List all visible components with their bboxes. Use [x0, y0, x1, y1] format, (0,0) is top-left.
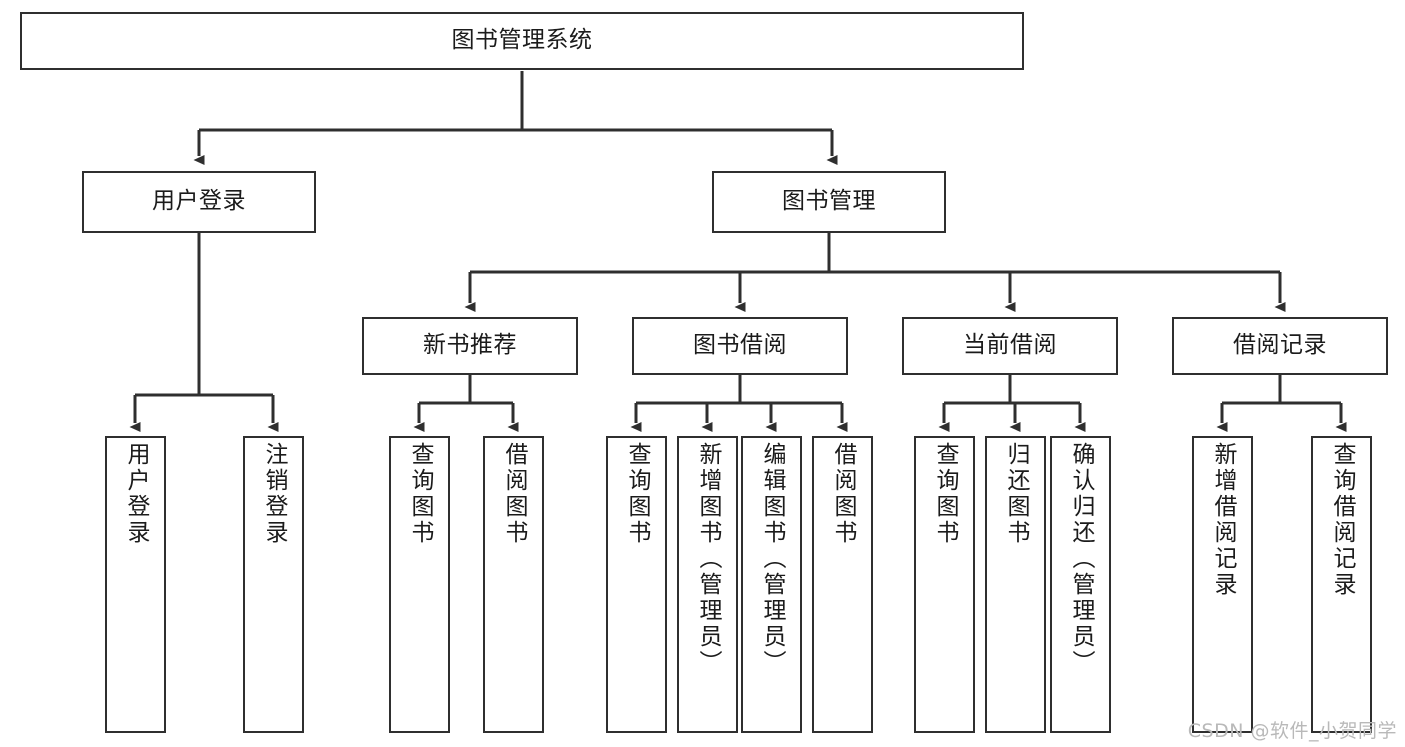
- node-leaf-borrow-book[interactable]: 借阅图书: [812, 436, 873, 733]
- node-leaf-logout[interactable]: 注销登录: [243, 436, 304, 733]
- node-leaf-edit-book-admin[interactable]: 编辑图书（管理员）: [741, 436, 802, 733]
- node-book-management[interactable]: 图书管理: [712, 171, 946, 233]
- node-label: 查询图书: [624, 442, 650, 546]
- node-label: 新书推荐: [423, 332, 517, 359]
- node-user-login[interactable]: 用户登录: [82, 171, 316, 233]
- node-label: 图书管理系统: [451, 27, 593, 54]
- node-label: 编辑图书（管理员）: [759, 442, 785, 676]
- node-label: 用户登录: [123, 442, 149, 546]
- node-leaf-query-book-borrow[interactable]: 查询图书: [606, 436, 667, 733]
- node-label: 新增图书（管理员）: [695, 442, 721, 676]
- node-leaf-add-borrow-record[interactable]: 新增借阅记录: [1192, 436, 1253, 733]
- node-book-borrow[interactable]: 图书借阅: [632, 317, 848, 375]
- node-label: 图书借阅: [693, 332, 787, 359]
- node-current-borrow[interactable]: 当前借阅: [902, 317, 1118, 375]
- node-leaf-query-book-current[interactable]: 查询图书: [914, 436, 975, 733]
- node-label: 借阅记录: [1233, 332, 1327, 359]
- node-borrow-record[interactable]: 借阅记录: [1172, 317, 1388, 375]
- node-label: 新增借阅记录: [1210, 442, 1236, 598]
- node-label: 当前借阅: [963, 332, 1057, 359]
- node-label: 查询图书: [932, 442, 958, 546]
- node-leaf-query-borrow-record[interactable]: 查询借阅记录: [1311, 436, 1372, 733]
- node-leaf-user-login[interactable]: 用户登录: [105, 436, 166, 733]
- node-label: 借阅图书: [501, 442, 527, 546]
- node-label: 查询图书: [407, 442, 433, 546]
- node-root-system[interactable]: 图书管理系统: [20, 12, 1024, 70]
- node-label: 确认归还（管理员）: [1068, 442, 1094, 676]
- node-label: 用户登录: [152, 188, 246, 215]
- node-leaf-borrow-book-recommend[interactable]: 借阅图书: [483, 436, 544, 733]
- node-label: 归还图书: [1003, 442, 1029, 546]
- node-new-book-recommend[interactable]: 新书推荐: [362, 317, 578, 375]
- node-leaf-query-book-recommend[interactable]: 查询图书: [389, 436, 450, 733]
- node-leaf-return-book[interactable]: 归还图书: [985, 436, 1046, 733]
- node-leaf-add-book-admin[interactable]: 新增图书（管理员）: [677, 436, 738, 733]
- node-leaf-confirm-return-admin[interactable]: 确认归还（管理员）: [1050, 436, 1111, 733]
- node-label: 借阅图书: [830, 442, 856, 546]
- node-label: 注销登录: [261, 442, 287, 546]
- node-label: 查询借阅记录: [1329, 442, 1355, 598]
- node-label: 图书管理: [782, 188, 876, 215]
